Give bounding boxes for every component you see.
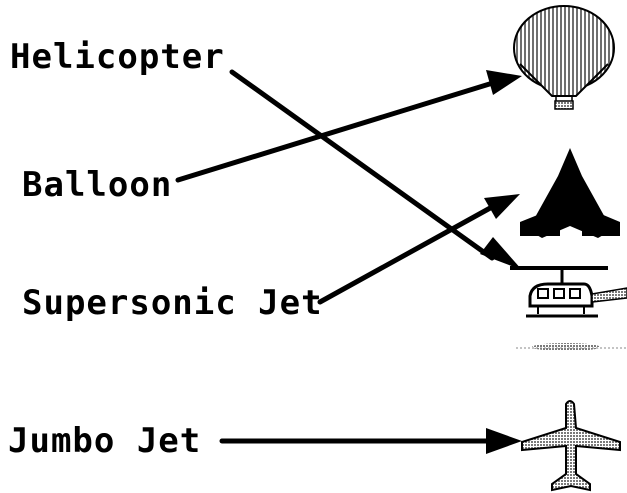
label-helicopter: Helicopter xyxy=(10,37,225,77)
arrow-helicopter xyxy=(229,69,522,270)
label-supersonic-jet: Supersonic Jet xyxy=(22,283,323,323)
arrow-supersonic-jet xyxy=(317,194,520,305)
delta-wing-jet-icon xyxy=(520,148,620,238)
arrow-balloon xyxy=(175,70,522,183)
hot-air-balloon-icon xyxy=(513,5,615,110)
helicopter-icon xyxy=(510,266,627,351)
jumbo-jet-airplane-icon xyxy=(521,400,621,492)
arrow-jumbo-jet xyxy=(219,428,522,454)
label-balloon: Balloon xyxy=(22,165,173,205)
label-jumbo-jet: Jumbo Jet xyxy=(8,421,202,461)
